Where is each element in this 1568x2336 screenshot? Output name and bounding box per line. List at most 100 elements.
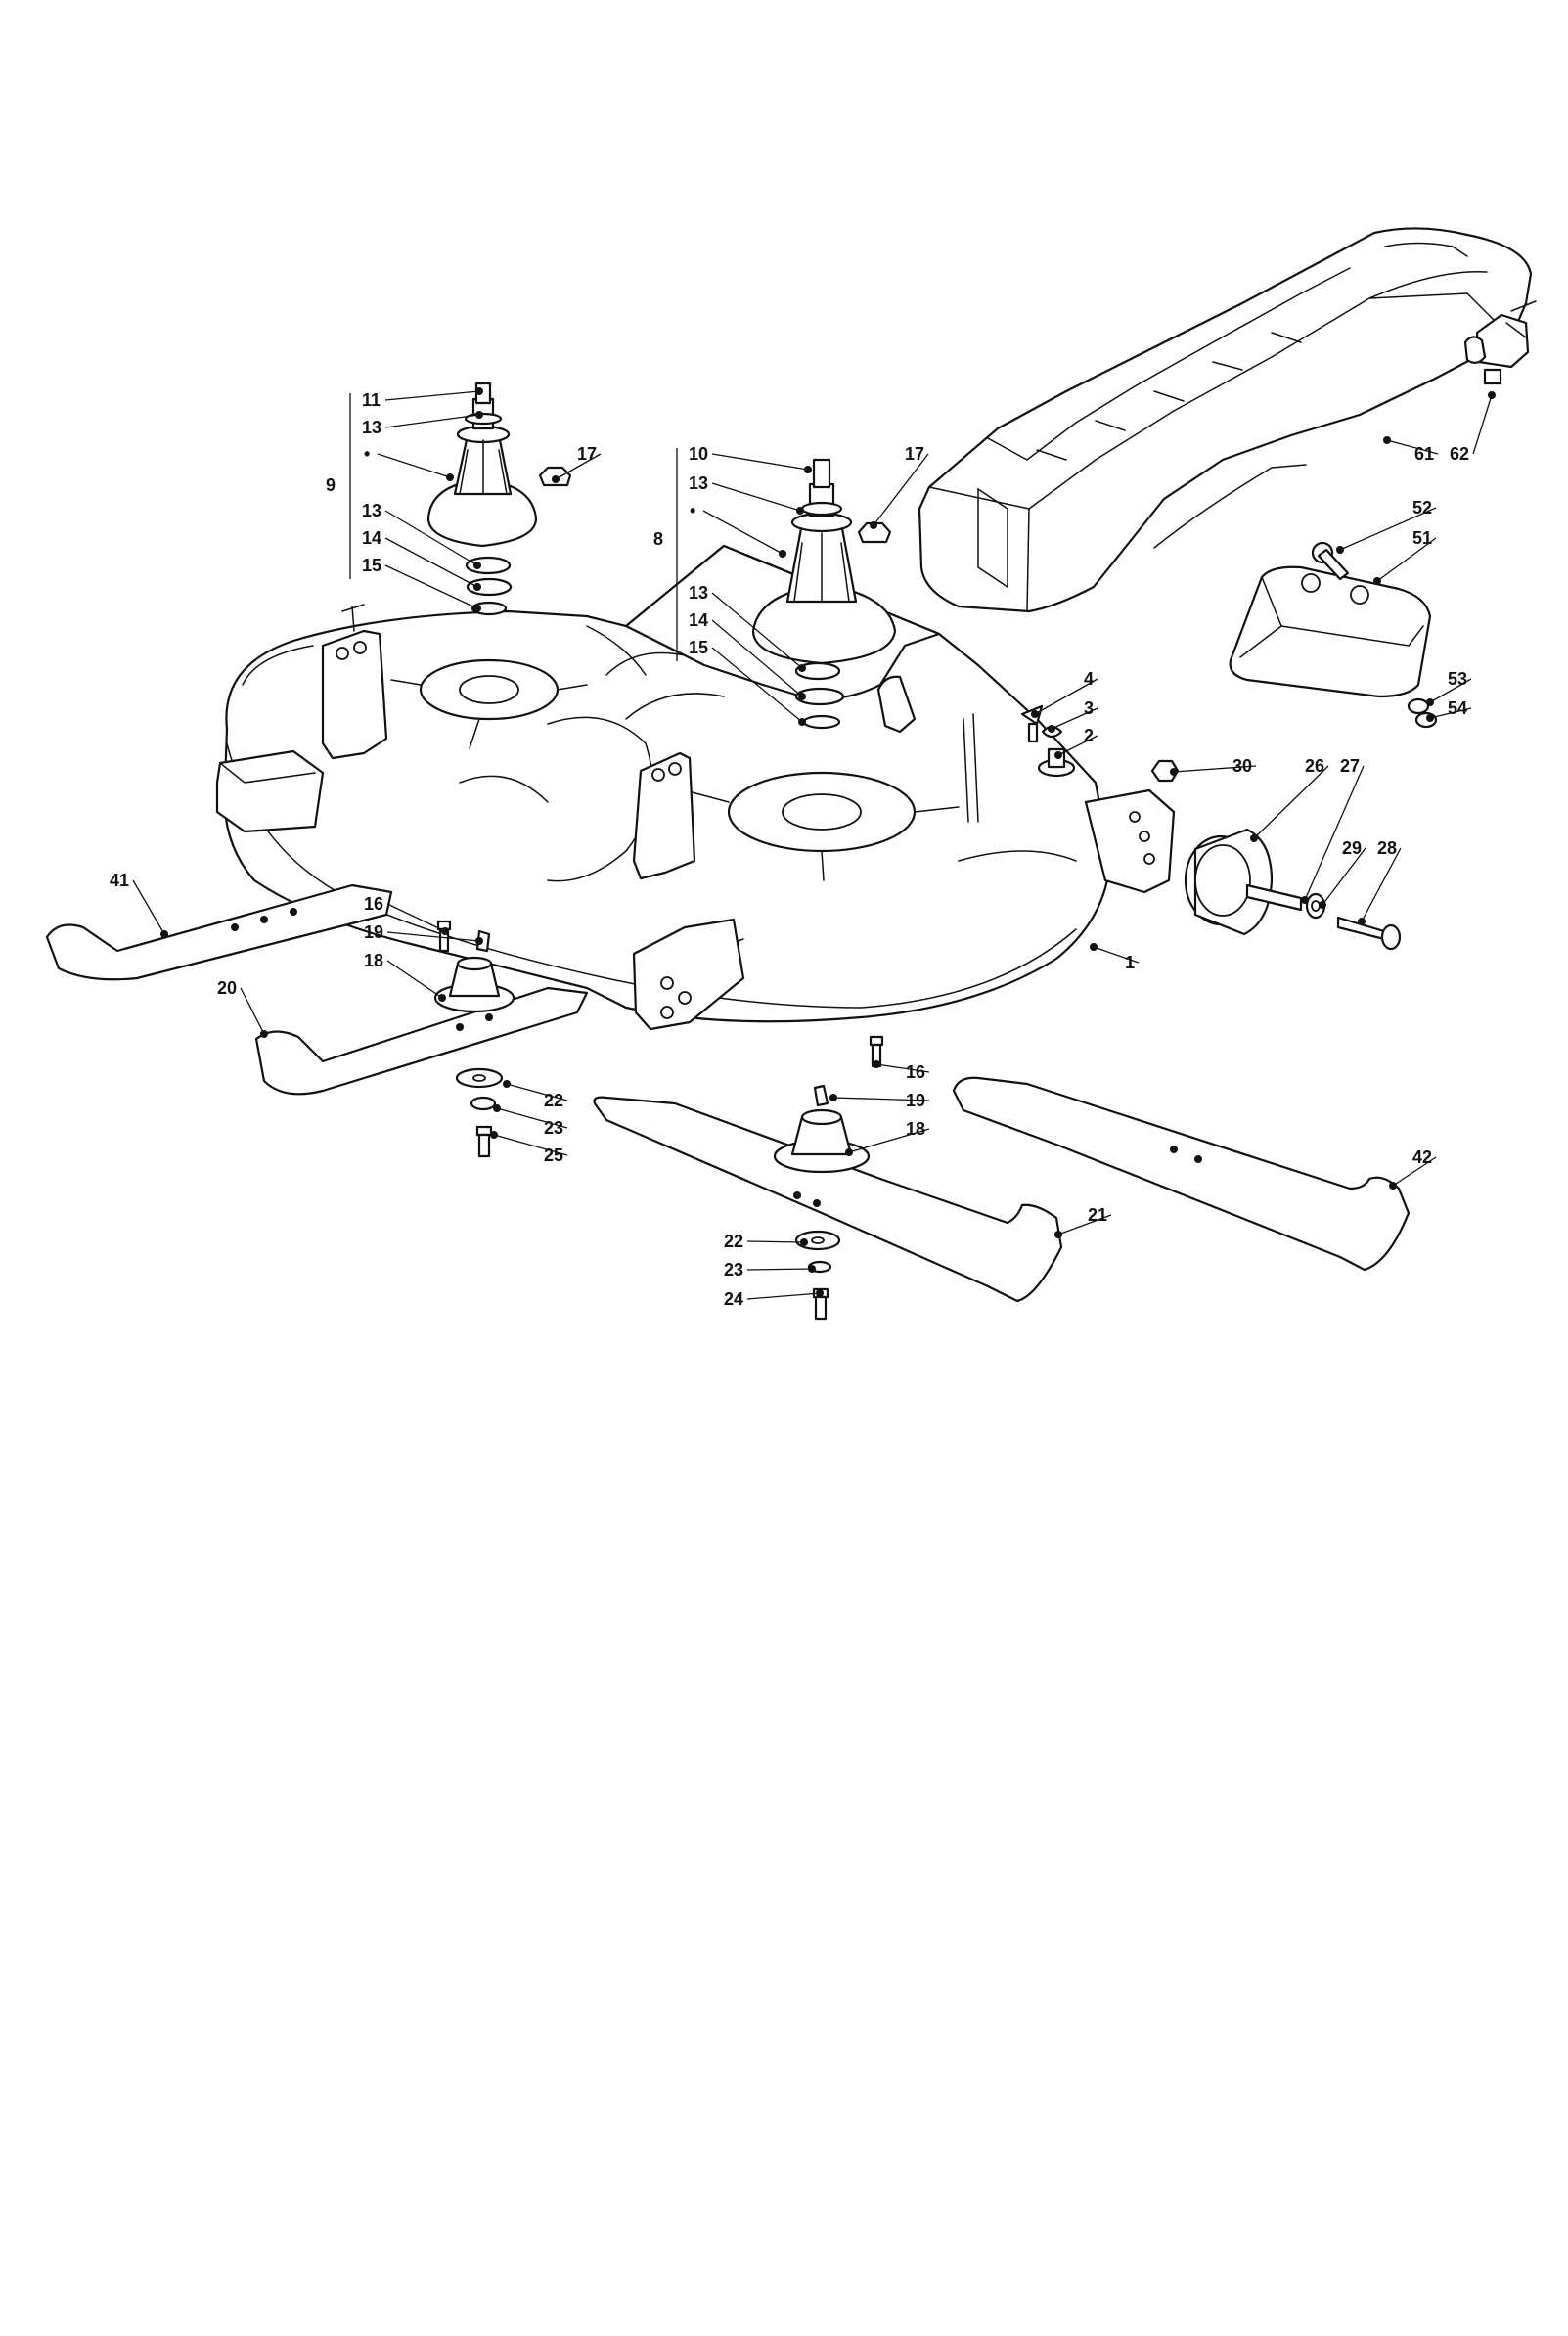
leader-dot-d9 [446,473,454,481]
leader-line-d9 [377,453,451,478]
callout-label-d9: • [364,444,370,464]
deck-clip [876,675,979,823]
callout-label-l28: 28 [1377,838,1397,858]
leader-dot-l13b [473,562,481,569]
leader-dot-l23a [493,1104,501,1112]
leader-line-l41 [132,879,165,935]
callout-label-l19b: 19 [906,1091,925,1110]
leader-dot-l41 [160,930,168,938]
leader-dot-l16a [441,927,449,935]
leader-dot-l54 [1426,714,1434,722]
leader-line-l62 [1472,394,1493,455]
leader-dot-l62 [1488,391,1496,399]
callout-label-l2: 2 [1084,726,1094,745]
leader-dot-l22a [503,1080,511,1088]
callout-label-l15a: 15 [362,556,381,575]
leader-line-l10 [711,453,809,471]
leader-lines [132,387,1496,1300]
leader-line-l29 [1322,847,1366,906]
callout-label-l17b: 17 [905,444,924,464]
callout-label-l13b: 13 [362,501,381,520]
nut-17-right [857,521,892,544]
leader-dot-l14a [473,583,481,591]
leader-line-l15a [384,564,478,609]
leader-line-l13a [384,414,480,428]
leader-line-l13d [711,592,803,669]
leader-line-l13b [384,510,478,566]
leader-line-d8 [702,510,784,555]
leader-line-l15b [711,647,803,723]
blade-fasteners [436,920,884,1321]
leader-dot-l1 [1090,943,1098,951]
blade-20 [254,986,589,1096]
blade-hub-right [773,1108,871,1174]
leader-dot-l10 [804,466,812,473]
callout-label-l24: 24 [724,1289,743,1309]
callout-label-l25: 25 [544,1146,563,1165]
callout-label-l53: 53 [1448,669,1467,689]
callout-label-l13d: 13 [689,583,708,603]
leader-dot-l26 [1250,834,1258,842]
leader-dot-l29 [1319,901,1326,909]
leader-dot-l28 [1358,918,1366,925]
callout-label-l61: 61 [1414,444,1434,464]
leader-dot-l11 [475,387,483,395]
mulching-plug [1229,541,1438,729]
deck-bracket-front [632,918,745,1031]
leader-line-l54 [1429,707,1472,719]
callout-label-l11: 11 [362,390,381,410]
callout-label-l3: 3 [1084,698,1094,718]
blade-42 [952,1076,1411,1272]
leader-dot-l17a [552,475,560,483]
spindle-right [751,458,897,730]
callout-label-l16b: 16 [906,1062,925,1082]
leader-dot-l19b [829,1094,837,1101]
callout-label-l54: 54 [1448,698,1467,718]
gauge-wheel-assembly [1150,759,1402,951]
leader-dot-l19a [475,937,483,945]
leader-line-l23b [746,1268,813,1271]
leader-line-l17a [555,453,602,480]
callout-label-l51: 51 [1412,528,1432,548]
leader-line-l53 [1429,678,1472,703]
leader-line-l14a [384,537,478,588]
leader-line-l22b [746,1240,805,1243]
leader-line-l24 [746,1292,821,1300]
chute-latch [1463,300,1537,385]
leader-line-l1 [1093,946,1140,964]
callout-label-l21: 21 [1088,1205,1107,1225]
leader-line-l14b [711,619,803,697]
leader-dot-l21 [1054,1231,1062,1238]
leader-dot-l42 [1389,1182,1397,1190]
leader-line-l13c [711,482,801,512]
callout-label-l19a: 19 [364,922,383,942]
leader-line-l51 [1376,537,1437,582]
leader-line-l2 [1057,735,1098,756]
leader-line-l16b [875,1063,930,1073]
callout-label-l17a: 17 [577,444,597,464]
leader-dot-l20 [260,1030,268,1038]
leader-line-l27 [1304,765,1365,901]
leader-line-l18b [848,1128,930,1153]
blade-hub-left [433,956,515,1013]
leader-line-l17b [873,453,929,526]
leader-line-l30 [1173,765,1257,773]
leader-dot-d8 [779,550,786,558]
leader-dot-l61 [1383,436,1391,444]
callout-label-l62: 62 [1450,444,1469,464]
callout-label-l52: 52 [1412,498,1432,517]
blade-21 [593,1096,1063,1303]
callout-label-d8: • [690,501,695,520]
leader-line-l3 [1051,707,1098,730]
leader-dot-l15a [473,605,481,612]
callout-label-l14b: 14 [689,610,708,630]
callout-label-l15b: 15 [689,638,708,657]
callout-label-l18b: 18 [906,1119,925,1139]
grass-chute [918,227,1533,613]
leader-dot-l13a [475,411,483,419]
callout-label-l16a: 16 [364,894,383,914]
leader-line-l18a [386,960,443,999]
leader-dot-l25 [490,1131,498,1139]
